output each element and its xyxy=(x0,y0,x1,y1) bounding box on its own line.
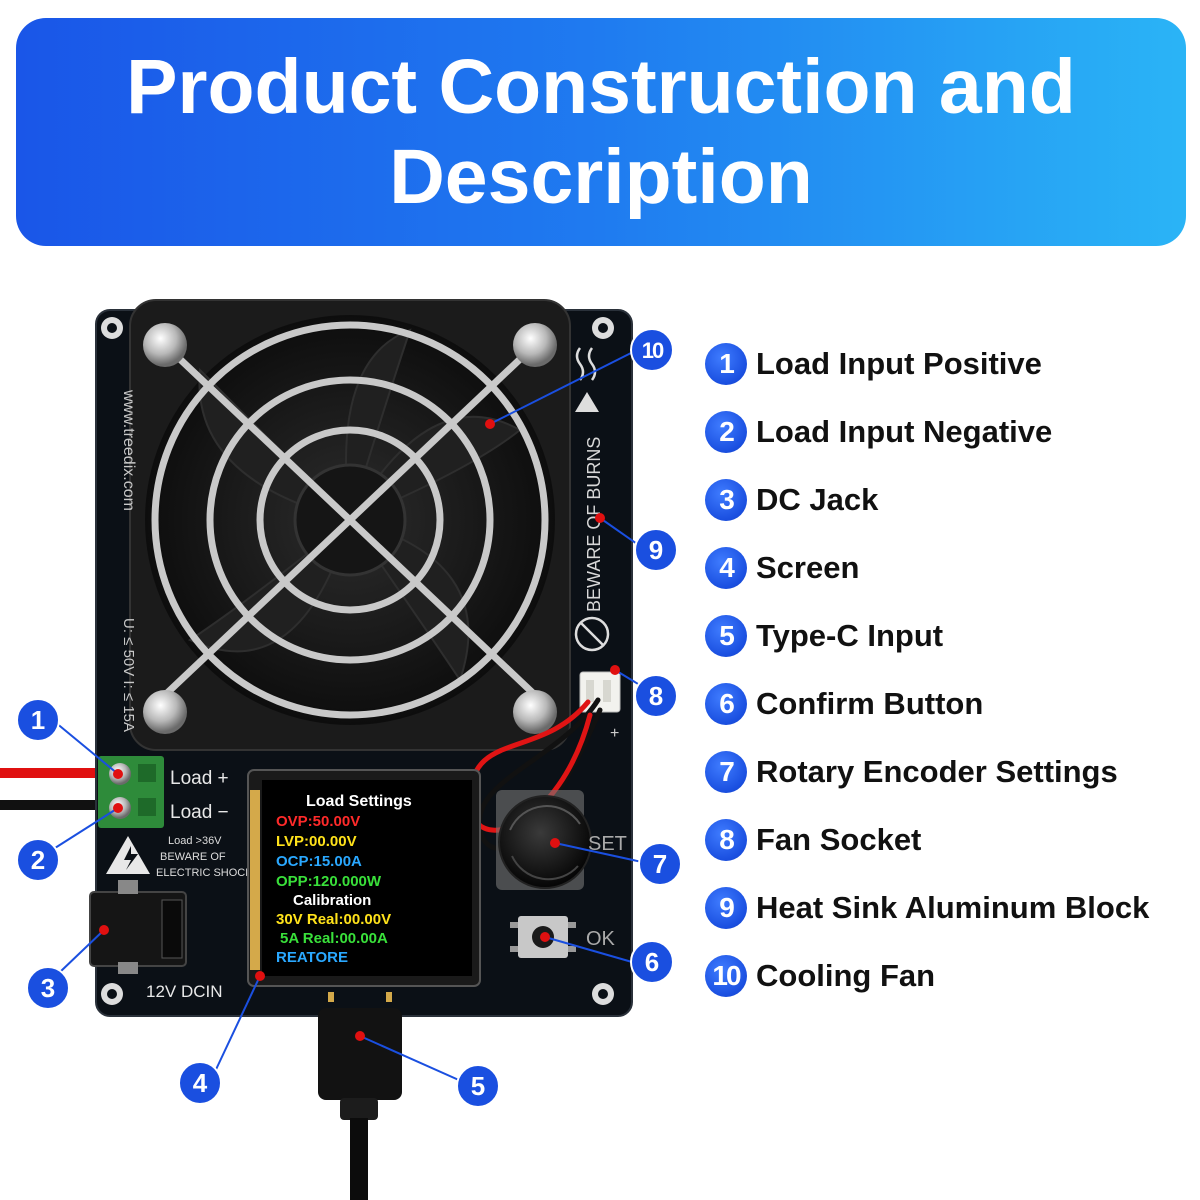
callout-9: 9 xyxy=(649,535,663,565)
electric-warning-icon xyxy=(106,836,150,874)
website-text: www.treedix.com xyxy=(120,389,137,511)
dc-jack xyxy=(89,880,187,974)
warning-line-1: Load >36V xyxy=(168,835,222,847)
legend-item: 10 Cooling Fan xyxy=(705,942,1195,1010)
legend-number: 5 xyxy=(705,615,747,657)
fan-screws xyxy=(143,323,557,734)
load-positive-label: Load + xyxy=(170,768,229,789)
callout-5: 5 xyxy=(471,1071,485,1101)
mounting-holes xyxy=(101,317,614,1005)
leader-dots xyxy=(99,419,620,1041)
ok-label: OK xyxy=(586,928,616,950)
screen-cal-v: 30V Real:00.00V xyxy=(276,911,391,928)
screen-restore: REATORE xyxy=(276,949,348,966)
callout-6: 6 xyxy=(645,947,659,977)
legend-item: 8 Fan Socket xyxy=(705,806,1195,874)
fan-grill xyxy=(151,321,549,719)
legend-label: Fan Socket xyxy=(756,822,922,857)
legend-number: 7 xyxy=(705,751,747,793)
legend-label: DC Jack xyxy=(756,482,879,517)
legend-item: 4 Screen xyxy=(705,534,1195,602)
burns-text: BEWARE OF BURNS xyxy=(584,437,604,612)
legend-label: Cooling Fan xyxy=(756,958,936,993)
callout-2: 2 xyxy=(31,845,45,875)
set-label: SET xyxy=(588,833,627,855)
load-wires xyxy=(0,768,110,810)
callout-circles xyxy=(16,328,682,1108)
legend-number: 8 xyxy=(705,819,747,861)
legend-item: 3 DC Jack xyxy=(705,466,1195,534)
lcd-screen xyxy=(247,769,481,987)
legend-label: Screen xyxy=(756,550,860,585)
title-line-1: Product Construction and xyxy=(126,44,1076,130)
screen-calibration: Calibration xyxy=(293,892,371,909)
warning-line-3: ELECTRIC SHOCK xyxy=(156,867,253,879)
legend-item: 2 Load Input Negative xyxy=(705,398,1195,466)
warning-line-2: BEWARE OF xyxy=(160,851,226,863)
legend-label: Rotary Encoder Settings xyxy=(756,754,1118,789)
legend-item: 9 Heat Sink Aluminum Block xyxy=(705,874,1195,942)
screen-ovp: OVP:50.00V xyxy=(276,813,360,830)
legend-number: 3 xyxy=(705,479,747,521)
legend: 1 Load Input Positive 2 Load Input Negat… xyxy=(705,330,1195,1010)
legend-label: Heat Sink Aluminum Block xyxy=(756,890,1150,925)
callout-10: 10 xyxy=(642,338,664,363)
plus-label: + xyxy=(610,725,619,742)
callout-1: 1 xyxy=(31,705,45,735)
screen-opp: OPP:120.000W xyxy=(276,873,382,890)
callout-3: 3 xyxy=(41,973,55,1003)
legend-label: Load Input Positive xyxy=(756,346,1042,381)
legend-item: 7 Rotary Encoder Settings xyxy=(705,738,1195,806)
legend-label: Type-C Input xyxy=(756,618,944,653)
screen-ocp: OCP:15.00A xyxy=(276,853,362,870)
leader-lines xyxy=(54,351,649,1086)
screen-cal-a: 5A Real:00.00A xyxy=(280,930,388,947)
legend-number: 6 xyxy=(705,683,747,725)
legend-item: 1 Load Input Positive xyxy=(705,330,1195,398)
type-c-cable xyxy=(318,992,402,1200)
callout-7: 7 xyxy=(653,849,667,879)
screen-title: Load Settings xyxy=(306,793,412,810)
legend-item: 6 Confirm Button xyxy=(705,670,1195,738)
legend-label: Confirm Button xyxy=(756,686,984,721)
legend-item: 5 Type-C Input xyxy=(705,602,1195,670)
callout-4: 4 xyxy=(193,1068,208,1098)
load-negative-label: Load − xyxy=(170,802,229,823)
rotary-encoder xyxy=(496,790,592,890)
legend-number: 2 xyxy=(705,411,747,453)
legend-number: 10 xyxy=(705,955,747,997)
legend-label: Load Input Negative xyxy=(756,414,1053,449)
title-banner: Product Construction and Description xyxy=(16,18,1186,246)
legend-number: 9 xyxy=(705,887,747,929)
legend-number: 1 xyxy=(705,343,747,385)
screen-lvp: LVP:00.00V xyxy=(276,833,357,850)
dc-in-label: 12V DCIN xyxy=(146,982,223,1001)
title-line-2: Description xyxy=(389,134,813,220)
hot-surface-icon xyxy=(575,347,599,412)
rating-text: U: ≤ 50V I: ≤ 15A xyxy=(120,618,137,732)
no-touch-icon xyxy=(574,616,610,652)
legend-number: 4 xyxy=(705,547,747,589)
callout-8: 8 xyxy=(649,681,663,711)
